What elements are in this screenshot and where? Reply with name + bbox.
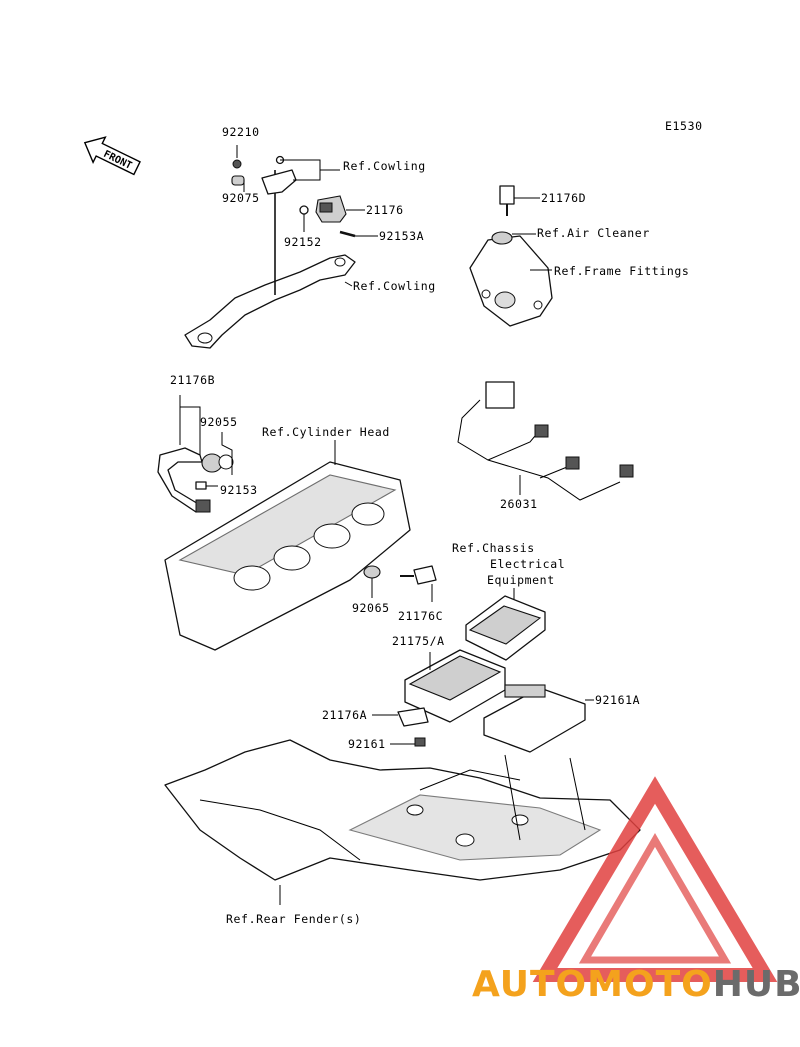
label-ref-frame-fittings: Ref.Frame Fittings bbox=[554, 264, 689, 278]
grommet-air-cleaner bbox=[491, 231, 513, 245]
label-92153: 92153 bbox=[220, 483, 258, 497]
label-92065: 92065 bbox=[352, 601, 390, 615]
label-ref-cowling-1: Ref.Cowling bbox=[343, 159, 426, 173]
svg-text:AUTOMOTOHUB: AUTOMOTOHUB bbox=[472, 964, 800, 1005]
label-ref-chassis: Ref.Chassis bbox=[452, 541, 535, 555]
label-21176d: 21176D bbox=[541, 191, 586, 205]
sensor-21176c bbox=[413, 565, 437, 585]
label-21176c: 21176C bbox=[398, 609, 443, 623]
washer-92065 bbox=[363, 565, 381, 579]
label-ref-air-cleaner: Ref.Air Cleaner bbox=[537, 226, 650, 240]
label-equipment: Equipment bbox=[487, 573, 555, 587]
bracket bbox=[261, 169, 297, 195]
label-92161a: 92161A bbox=[595, 693, 640, 707]
tray-92161a bbox=[483, 687, 586, 753]
nut-92210 bbox=[232, 159, 242, 169]
pipe-21176b bbox=[157, 447, 203, 513]
bolt-92153 bbox=[195, 481, 207, 490]
watermark-text-hub: HUB bbox=[713, 964, 800, 1005]
cowling-stay bbox=[184, 254, 356, 349]
label-21176: 21176 bbox=[366, 203, 404, 217]
watermark-text-automoto: AUTOMOTO bbox=[472, 964, 713, 1005]
label-92075: 92075 bbox=[222, 191, 260, 205]
label-ref-cylinder-head: Ref.Cylinder Head bbox=[262, 425, 390, 439]
diagram-code: E1530 bbox=[665, 119, 703, 133]
air-cleaner-group: 21176D Ref.Air Cleaner Ref.Frame Fitting… bbox=[469, 185, 689, 327]
label-21176b: 21176B bbox=[170, 373, 215, 387]
label-92161: 92161 bbox=[348, 737, 386, 751]
connector-21176b bbox=[195, 499, 211, 513]
ecu-group: Ref.Chassis Electrical Equipment 21175/A… bbox=[322, 541, 640, 753]
label-26031: 26031 bbox=[500, 497, 538, 511]
front-arrow-icon: FRONT bbox=[83, 136, 141, 176]
label-ref-cowling-2: Ref.Cowling bbox=[353, 279, 436, 293]
bolt-92161 bbox=[414, 737, 426, 747]
label-ref-rear-fender: Ref.Rear Fender(s) bbox=[226, 912, 361, 926]
label-92153a: 92153A bbox=[379, 229, 424, 243]
cowling-stay-group: 92210 92075 92152 21176 92153A Ref.Cowli… bbox=[184, 125, 436, 349]
harness-wire-26031 bbox=[457, 399, 621, 501]
sensor-21176a bbox=[397, 707, 429, 727]
grommet-92075 bbox=[231, 175, 245, 186]
frame-fitting bbox=[469, 235, 553, 327]
sensor-21176d bbox=[499, 185, 515, 205]
label-electrical: Electrical bbox=[490, 557, 565, 571]
harness-main-connector bbox=[485, 381, 515, 409]
label-92055: 92055 bbox=[200, 415, 238, 429]
rear-fender-group: Ref.Rear Fender(s) bbox=[164, 739, 641, 926]
washer-92152 bbox=[299, 205, 309, 215]
label-21175a: 21175/A bbox=[392, 634, 445, 648]
label-92152: 92152 bbox=[284, 235, 322, 249]
harness-group: 26031 bbox=[457, 381, 634, 511]
cylinder-head-group: 21176B 92055 92153 Ref.Cylinder Head 920… bbox=[157, 373, 443, 651]
label-21176a: 21176A bbox=[322, 708, 367, 722]
oring-92055 bbox=[218, 454, 234, 470]
label-92210: 92210 bbox=[222, 125, 260, 139]
watermark-triangle-icon bbox=[532, 776, 778, 982]
automotohub-watermark: AUTOMOTOHUB bbox=[472, 776, 800, 1005]
